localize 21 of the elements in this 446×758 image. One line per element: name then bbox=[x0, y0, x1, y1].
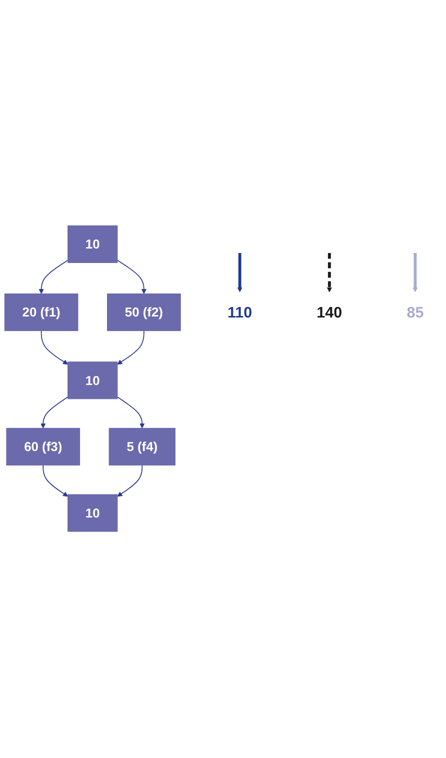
arrow bbox=[116, 260, 146, 294]
arrow bbox=[117, 465, 143, 498]
arrow bbox=[326, 253, 332, 293]
arrow bbox=[42, 465, 68, 498]
arrow bbox=[237, 253, 242, 293]
arrow bbox=[38, 260, 68, 294]
node-box: 10 bbox=[68, 226, 118, 264]
arrow bbox=[117, 330, 144, 365]
node-box: 60 (f3) bbox=[6, 428, 80, 466]
arrow bbox=[412, 253, 418, 293]
node-text: 85 bbox=[406, 304, 424, 322]
arrow bbox=[40, 396, 68, 429]
node-text: 140 bbox=[316, 304, 342, 322]
node-text: 110 bbox=[228, 304, 252, 322]
arrow bbox=[116, 396, 145, 429]
node-box: 20 (f1) bbox=[4, 294, 78, 332]
arrow bbox=[40, 330, 68, 365]
node-box: 10 bbox=[68, 362, 118, 400]
node-box: 5 (f4) bbox=[108, 428, 176, 466]
node-box: 50 (f2) bbox=[107, 294, 181, 332]
node-box: 10 bbox=[68, 494, 118, 532]
